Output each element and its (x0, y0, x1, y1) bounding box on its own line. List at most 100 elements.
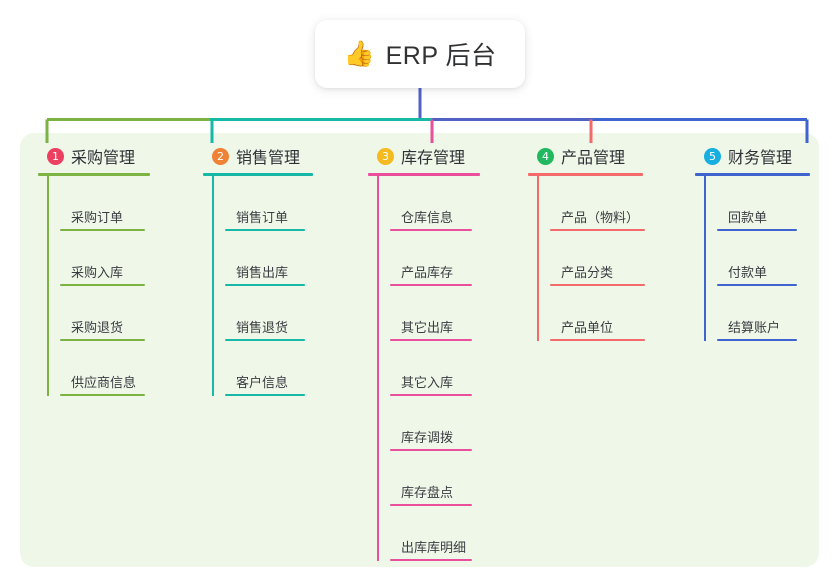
branch-spine (47, 176, 49, 396)
branch-spine (537, 176, 539, 341)
branch-item-list: 采购订单采购入库采购退货供应商信息 (38, 176, 188, 396)
root-node-title: ERP 后台 (385, 42, 497, 70)
branch-title: 财务管理 (728, 150, 793, 167)
branch-title: 库存管理 (401, 150, 466, 167)
branch-item[interactable]: 出库库明细 (390, 506, 518, 561)
branch-item[interactable]: 客户信息 (225, 341, 343, 396)
branch-title: 采购管理 (71, 150, 136, 167)
branch-index-badge: 3 (377, 147, 394, 165)
branch-item-label: 供应商信息 (71, 375, 137, 390)
branch-item[interactable]: 供应商信息 (60, 341, 188, 396)
branch-item-underline (390, 559, 472, 561)
branch-item[interactable]: 回款单 (717, 176, 835, 231)
branch-item-underline (390, 449, 472, 451)
branch-index-badge: 2 (212, 147, 229, 165)
branch-header-underline (695, 173, 810, 176)
branch-item[interactable]: 其它入库 (390, 341, 518, 396)
branch-header-4[interactable]: 4 产品管理 (528, 142, 676, 170)
branch-item[interactable]: 结算账户 (717, 286, 835, 341)
branch-item-label: 其它入库 (401, 375, 454, 390)
branch-header-underline (203, 173, 313, 176)
branch-item-label: 销售退货 (236, 320, 289, 335)
branch-item-label: 付款单 (728, 265, 768, 280)
branch-item-label: 回款单 (728, 210, 768, 225)
branch-index-badge: 5 (704, 147, 721, 165)
branch-item-label: 仓库信息 (401, 210, 454, 225)
branch-item-underline (60, 284, 145, 286)
branch-title: 产品管理 (561, 150, 626, 167)
branch-item-underline (550, 284, 645, 286)
branch-column-4: 4 产品管理产品（物料） 产品分类产品单位 (528, 142, 676, 341)
branch-item-label: 出库库明细 (401, 540, 467, 555)
branch-item-label: 客户信息 (236, 375, 289, 390)
branch-item[interactable]: 产品库存 (390, 231, 518, 286)
branch-spine (377, 176, 379, 561)
branch-item-label: 其它出库 (401, 320, 454, 335)
branch-title: 销售管理 (236, 150, 301, 167)
branch-item-underline (390, 504, 472, 506)
branch-item-underline (390, 339, 472, 341)
branch-item-underline (717, 284, 797, 286)
branch-item-label: 销售订单 (236, 210, 289, 225)
branch-item-underline (60, 339, 145, 341)
branch-header-5[interactable]: 5 财务管理 (695, 142, 835, 170)
branch-header-underline (528, 173, 643, 176)
branch-item[interactable]: 其它出库 (390, 286, 518, 341)
branch-item[interactable]: 产品分类 (550, 231, 676, 286)
branch-item[interactable]: 产品（物料） (550, 176, 676, 231)
branch-item-underline (390, 284, 472, 286)
branch-item-underline (225, 284, 305, 286)
branch-item-label: 结算账户 (728, 320, 781, 335)
branch-item-label: 采购退货 (71, 320, 124, 335)
branch-item-underline (60, 394, 145, 396)
branch-item[interactable]: 采购退货 (60, 286, 188, 341)
branch-item[interactable]: 采购入库 (60, 231, 188, 286)
diagram-background-panel (20, 133, 819, 567)
branch-header-2[interactable]: 2 销售管理 (203, 142, 343, 170)
branch-item-underline (225, 229, 305, 231)
branch-header-3[interactable]: 3 库存管理 (368, 142, 518, 170)
branch-item-underline (60, 229, 145, 231)
branch-column-3: 3 库存管理仓库信息产品库存其它出库其它入库库存调拨库存盘点出库库明细 (368, 142, 518, 561)
branch-item[interactable]: 库存调拨 (390, 396, 518, 451)
branch-item-underline (390, 229, 472, 231)
branch-item-underline (550, 229, 645, 231)
branch-item[interactable]: 付款单 (717, 231, 835, 286)
branch-item-underline (225, 394, 305, 396)
branch-item-underline (717, 229, 797, 231)
branch-item[interactable]: 仓库信息 (390, 176, 518, 231)
branch-spine (212, 176, 214, 396)
branch-item-underline (390, 394, 472, 396)
branch-item-label: 产品库存 (401, 265, 454, 280)
branch-item[interactable]: 产品单位 (550, 286, 676, 341)
branch-item-label: 库存调拨 (401, 430, 454, 445)
root-node[interactable]: 👍 ERP 后台 (315, 20, 525, 88)
branch-column-2: 2 销售管理销售订单销售出库销售退货客户信息 (203, 142, 343, 396)
branch-header-underline (368, 173, 480, 176)
branch-item-list: 销售订单销售出库销售退货客户信息 (203, 176, 343, 396)
branch-item-label: 产品（物料） (561, 210, 640, 225)
branch-item-label: 产品单位 (561, 320, 614, 335)
branch-item[interactable]: 销售退货 (225, 286, 343, 341)
branch-item-label: 销售出库 (236, 265, 289, 280)
branch-column-5: 5 财务管理回款单付款单结算账户 (695, 142, 835, 341)
branch-header-underline (38, 173, 150, 176)
thumbs-up-icon: 👍 (343, 39, 375, 68)
branch-item[interactable]: 库存盘点 (390, 451, 518, 506)
branch-item-underline (225, 339, 305, 341)
branch-item[interactable]: 销售订单 (225, 176, 343, 231)
branch-item[interactable]: 销售出库 (225, 231, 343, 286)
branch-item-list: 产品（物料） 产品分类产品单位 (528, 176, 676, 341)
branch-item[interactable]: 采购订单 (60, 176, 188, 231)
branch-item-underline (717, 339, 797, 341)
branch-header-1[interactable]: 1 采购管理 (38, 142, 188, 170)
branch-index-badge: 1 (47, 147, 64, 165)
branch-item-list: 仓库信息产品库存其它出库其它入库库存调拨库存盘点出库库明细 (368, 176, 518, 561)
branch-column-1: 1 采购管理采购订单采购入库采购退货供应商信息 (38, 142, 188, 396)
branch-spine (704, 176, 706, 341)
branch-item-label: 库存盘点 (401, 485, 454, 500)
branch-index-badge: 4 (537, 147, 554, 165)
branch-item-label: 采购入库 (71, 265, 124, 280)
branch-item-label: 采购订单 (71, 210, 124, 225)
